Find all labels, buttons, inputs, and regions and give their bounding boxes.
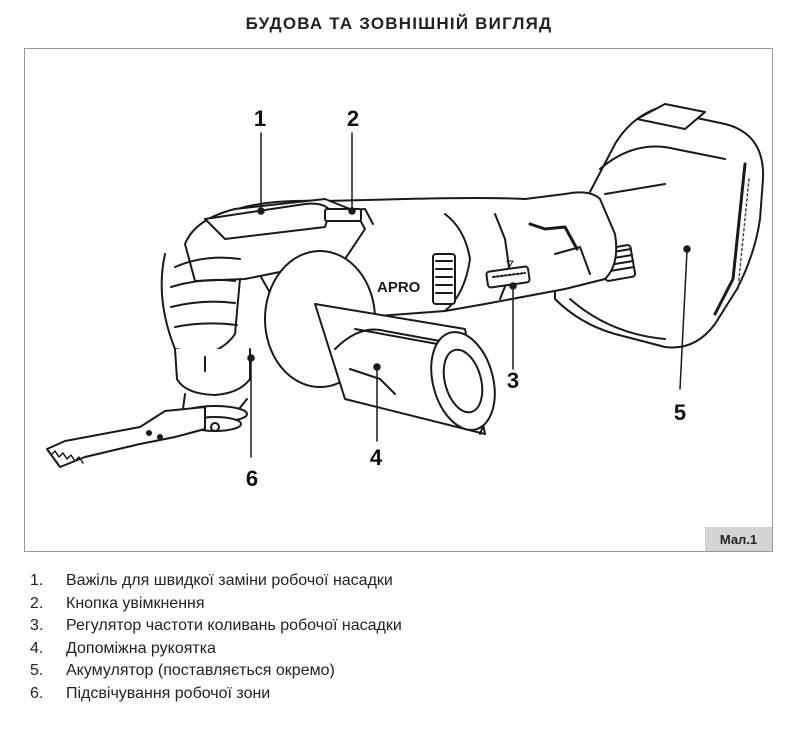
callout-6: 6 [245,466,259,491]
legend-text: Важіль для швидкої заміни робочої насадк… [66,572,393,589]
legend-item: 6. Підсвічування робочої зони [30,683,402,706]
saw-blade [46,406,220,468]
legend-item: 2. Кнопка увімкнення [30,593,402,616]
callout-2: 2 [346,106,360,131]
legend-number: 2. [30,594,44,612]
callout-1: 1 [253,106,267,131]
legend-text: Кнопка увімкнення [66,594,205,612]
legend-text: Підсвічування робочої зони [66,684,271,702]
auxiliary-handle [264,250,496,435]
legend-number: 3. [30,617,44,635]
legend-text: Допоміжна рукоятка [66,639,216,657]
multitool-illustration: APRO [46,103,765,468]
legend-text: Регулятор частоти коливань робочої насад… [66,617,402,635]
brand-mark: APRO [377,279,421,296]
tool-figure: APRO [24,48,773,552]
legend-number: 6. [30,684,44,702]
legend-text: Акумулятор (поставляється окремо) [66,662,335,680]
legend-number: 4. [30,639,44,657]
legend-item: 3. Регулятор частоти коливань робочої на… [30,615,402,638]
page-title: БУДОВА ТА ЗОВНІШНІЙ ВИГЛЯД [245,14,553,33]
legend-number: 1. [30,572,44,589]
figure-label: Мал.1 [705,527,772,551]
legend-item: 4. Допоміжна рукоятка [30,638,402,661]
legend-item: 1. Важіль для швидкої заміни робочої нас… [30,570,402,593]
callout-3: 3 [506,368,520,393]
callout-4: 4 [369,445,383,470]
callout-5: 5 [673,400,687,425]
parts-legend: 1. Важіль для швидкої заміни робочої нас… [30,570,402,706]
legend-number: 5. [30,662,44,680]
leader-lines [247,132,691,458]
legend-item: 5. Акумулятор (поставляється окремо) [30,660,402,683]
